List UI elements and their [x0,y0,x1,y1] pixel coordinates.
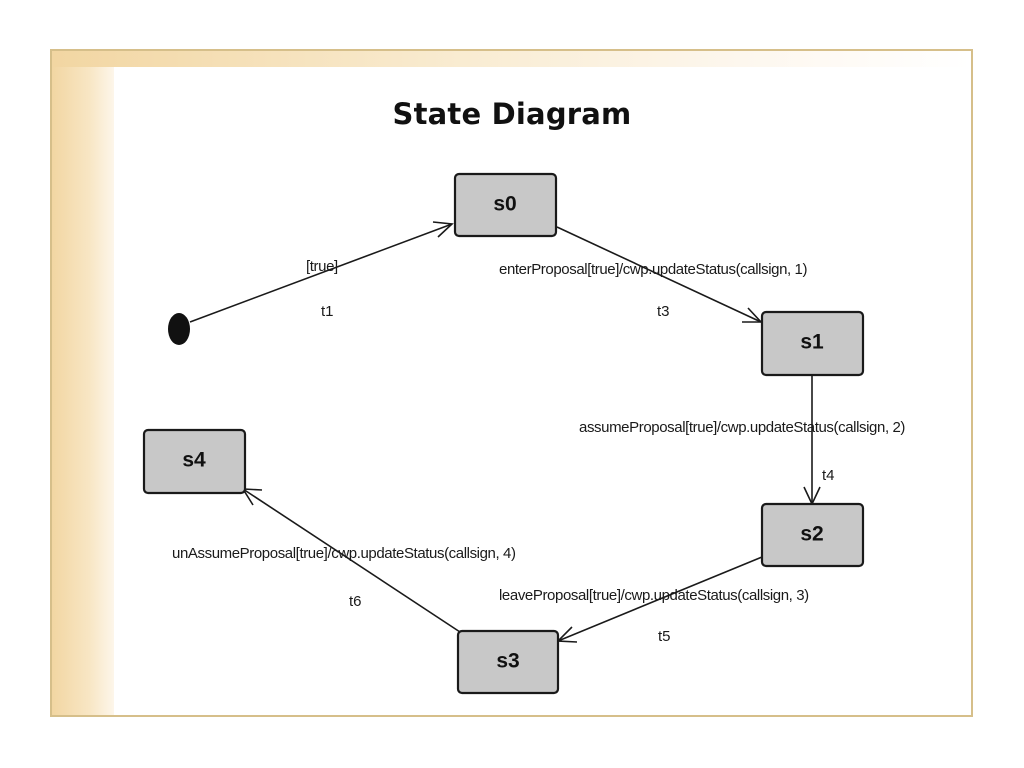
transition-t1-label: [true] [306,258,338,275]
frame-left-gradient [52,51,114,715]
transition-t1-line [189,223,453,323]
transition-t5-name: t5 [658,628,671,645]
transition-t1-name: t1 [321,303,334,320]
transition-t5: leaveProposal[true]/cwp.updateStatus(cal… [499,556,810,645]
frame-top-gradient [52,51,971,67]
state-s3: s3 [456,629,560,695]
transition-t3-line [556,226,762,323]
transition-t4: assumeProposal[true]/cwp.updateStatus(ca… [579,375,906,506]
transition-t5-label: leaveProposal[true]/cwp.updateStatus(cal… [499,587,809,604]
transition-t3-name: t3 [657,303,670,320]
transition-t3-label: enterProposal[true]/cwp.updateStatus(cal… [499,261,807,278]
transition-t6-line [242,488,461,633]
state-s3-label: s3 [496,650,519,673]
transition-t1-arrowhead [432,221,454,238]
state-s2-box [760,502,865,568]
state-s0-box [453,172,558,238]
state-s4-label: s4 [182,449,206,472]
state-s2: s2 [760,502,865,568]
transition-t4-name: t4 [822,467,835,484]
state-s0-label: s0 [493,193,516,216]
state-s4-box [142,428,247,495]
slide-title: State Diagram [392,97,632,131]
state-s4: s4 [142,428,247,495]
transition-t6-name: t6 [349,593,362,610]
initial-state-dot [168,313,190,345]
state-s1-box [760,310,865,377]
transition-t6-label: unAssumeProposal[true]/cwp.updateStatus(… [172,545,516,562]
state-s0: s0 [453,172,558,238]
transition-t1: [true] t1 [189,221,454,323]
state-s1-label: s1 [800,331,824,354]
transition-t3: enterProposal[true]/cwp.updateStatus(cal… [499,226,808,323]
state-s2-label: s2 [800,523,823,546]
transition-t4-label: assumeProposal[true]/cwp.updateStatus(ca… [579,419,905,436]
transition-t5-line [557,556,763,642]
state-s3-box [456,629,560,695]
transition-t6: unAssumeProposal[true]/cwp.updateStatus(… [172,488,516,633]
state-s1: s1 [760,310,865,377]
